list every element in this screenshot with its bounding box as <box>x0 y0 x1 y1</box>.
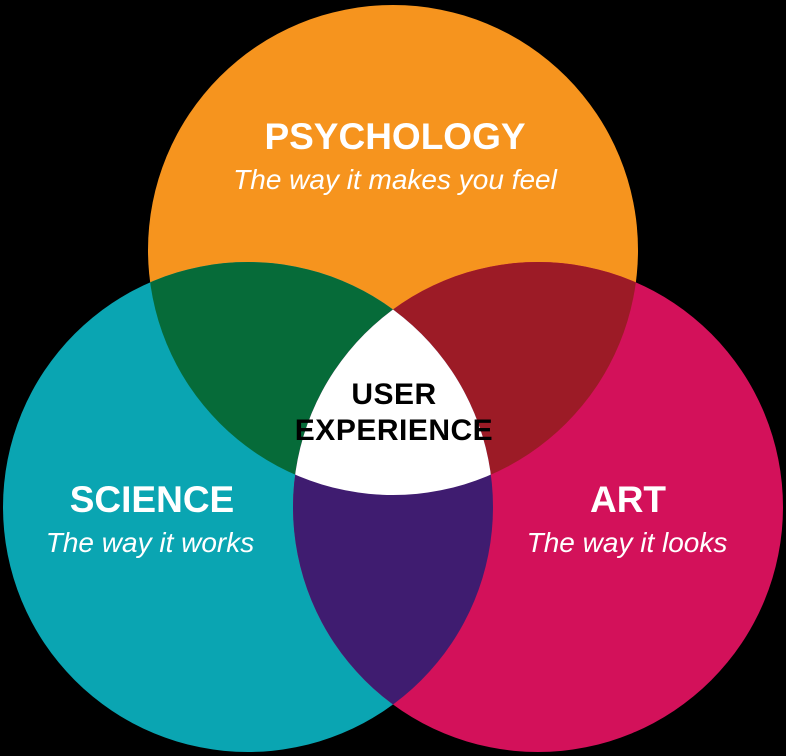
art-label: ART <box>590 479 666 520</box>
center-intersection-outer <box>293 262 493 495</box>
psychology-label: PSYCHOLOGY <box>264 116 525 157</box>
science-subtitle: The way it works <box>46 527 255 558</box>
art-subtitle: The way it looks <box>527 527 728 558</box>
science-label: SCIENCE <box>70 479 234 520</box>
psychology-subtitle: The way it makes you feel <box>233 164 557 195</box>
center-intersection-fill <box>293 262 493 495</box>
center-label-line1: USER <box>351 378 436 411</box>
center-intersection-inner <box>293 262 493 495</box>
center-label-line2: EXPERIENCE <box>295 414 493 447</box>
